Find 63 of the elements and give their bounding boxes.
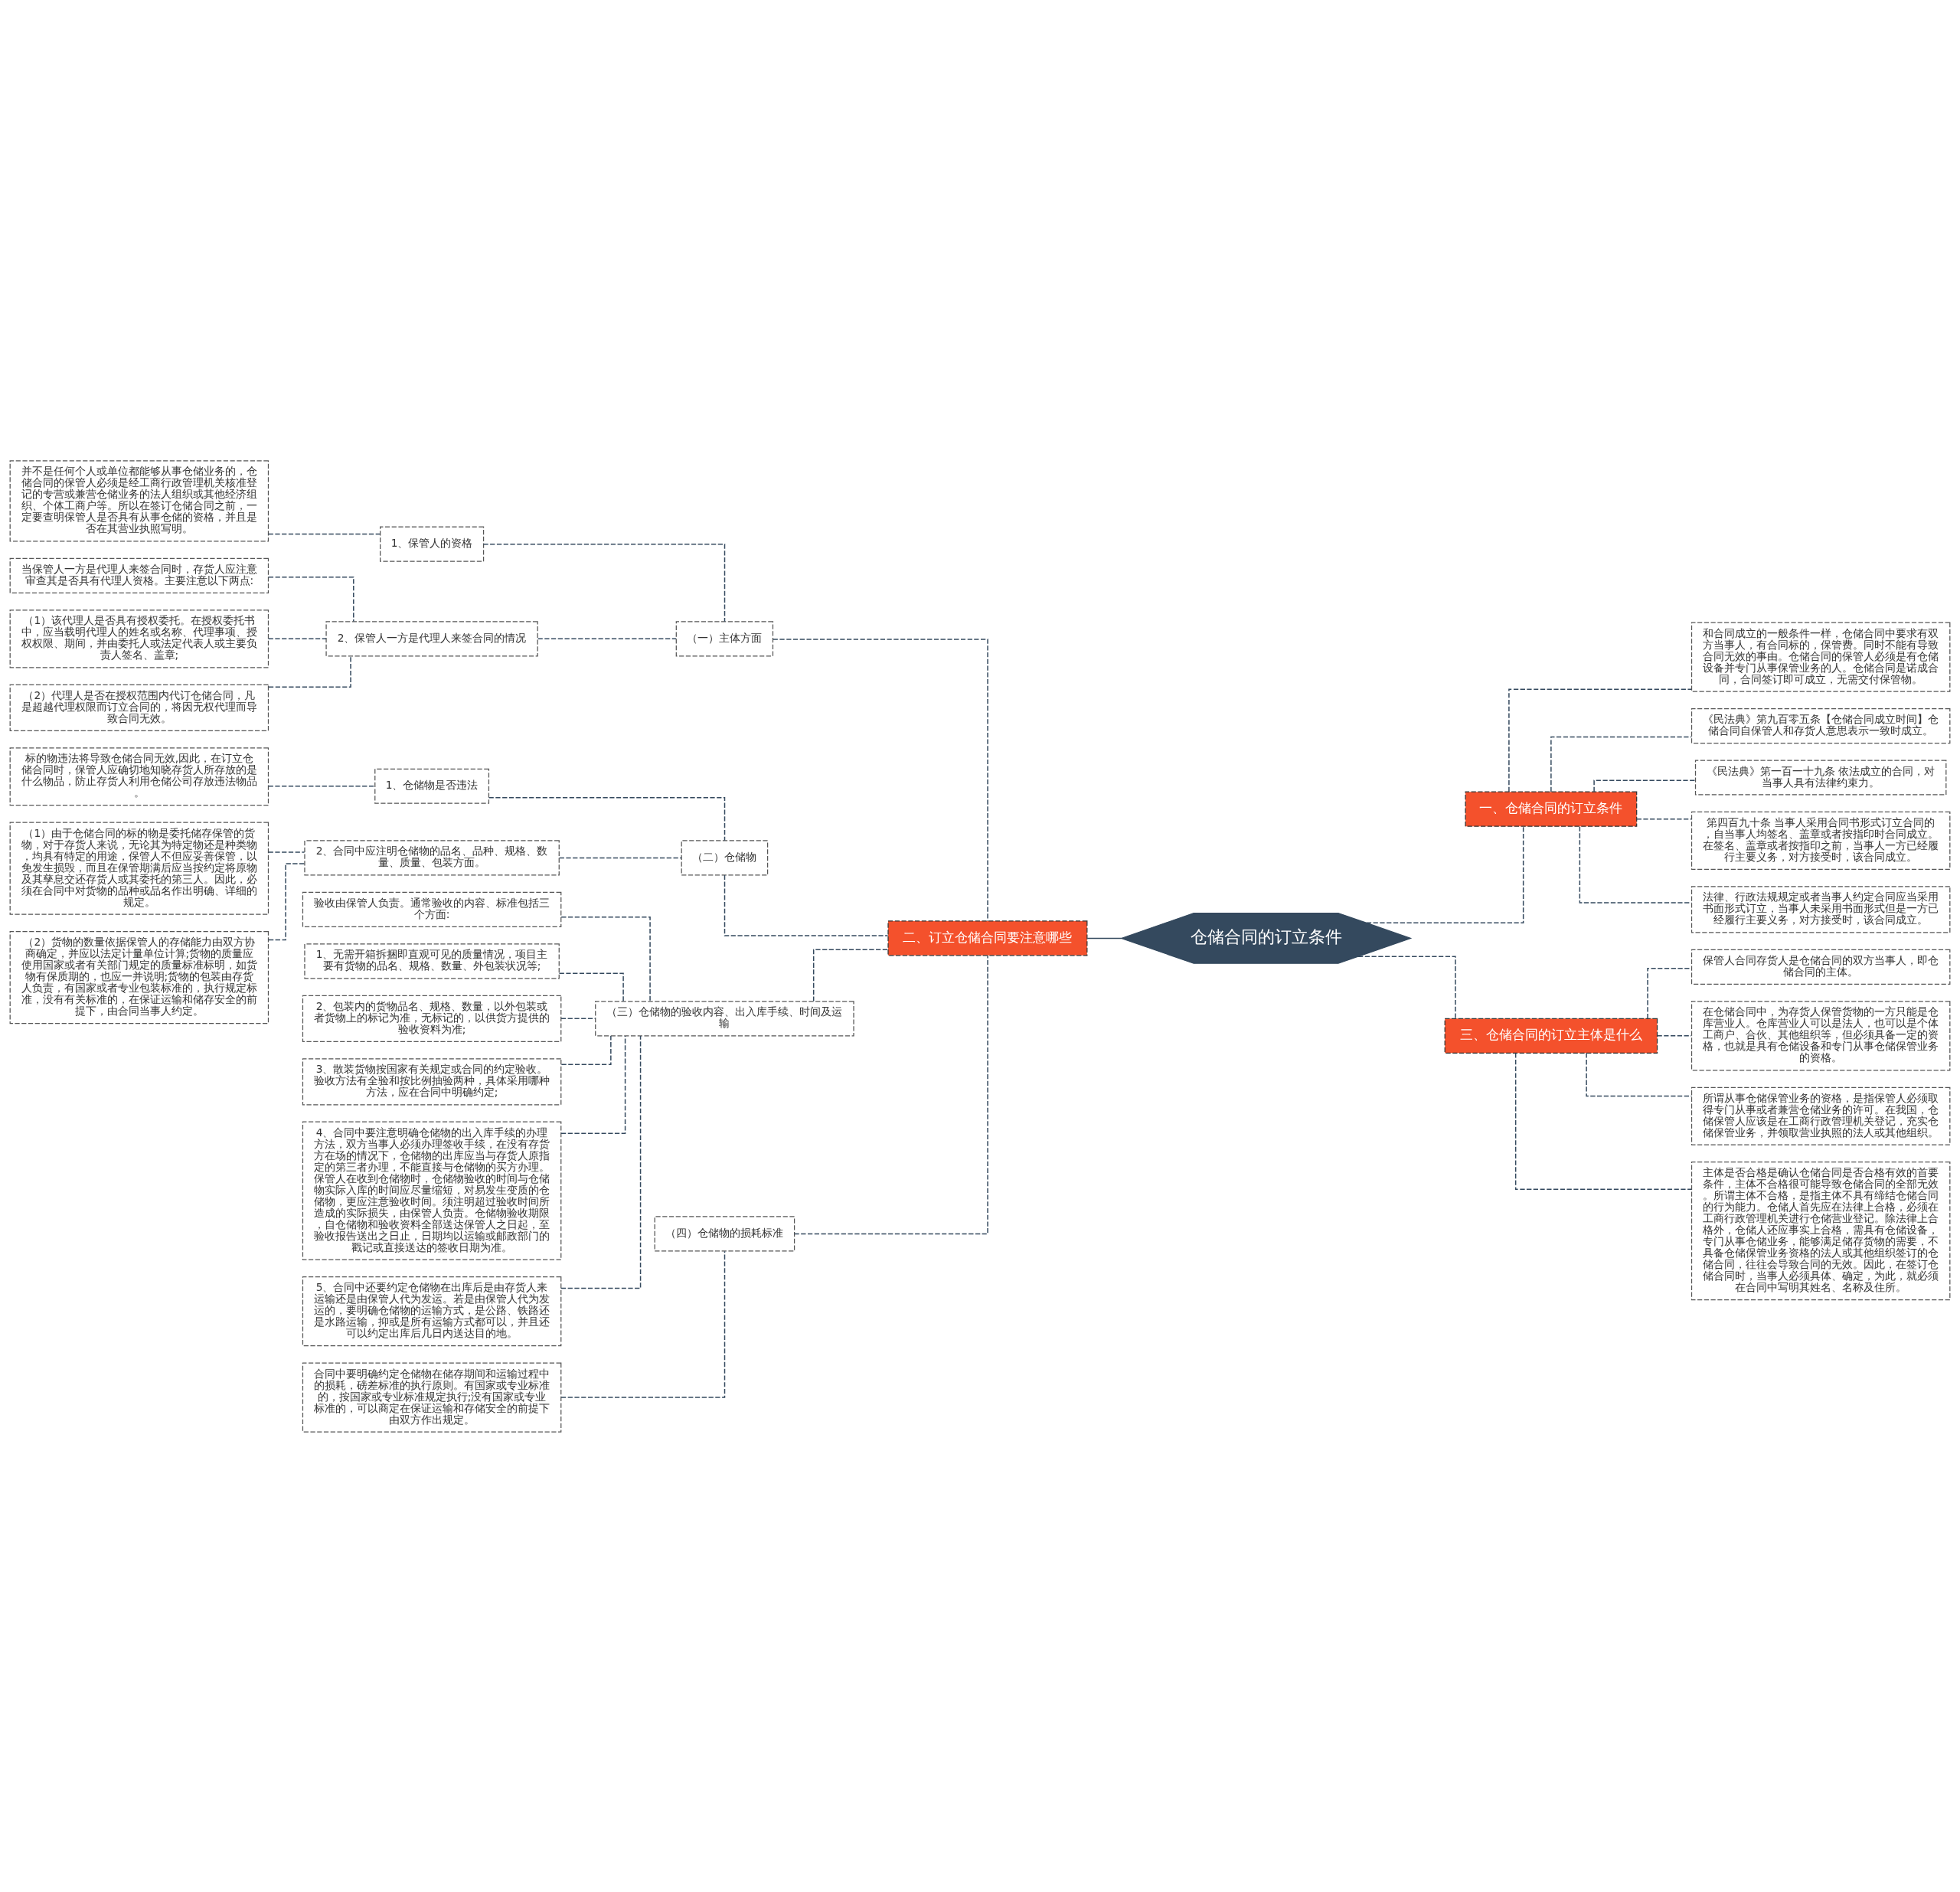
node-box: 第四百九十条 当事人采用合同书形式订立合同的，自当事人均签名、盖章或者按指印时合同成立。在签名、盖章或者按指印之前，当事人一方已经履行主要义务，对方接受时，该合同成立。 <box>1690 811 1951 870</box>
node-box: 在仓储合同中，为存货人保管货物的一方只能是仓库营业人。仓库营业人可以是法人，也可以是个体工商户、合伙、其他组织等，但必须具备一定的资格，也就是具有仓储设备和专门从事仓储保管业务的资格。 <box>1690 1000 1951 1070</box>
node-box: 5、合同中还要约定仓储物在出库后是由存货人来运输还是由保管人代为发运。若是由保管人代为发运的，要明确仓储物的运输方式，是公路、铁路还是水路运输，抑或是所有运输方式都可以，并且还可以约定出库后几日内送达目的地。 <box>302 1276 562 1346</box>
node-box: （1）该代理人是否具有授权委托。在授权委托书中，应当载明代理人的姓名或名称、代理事项、授权权限、期间，并由委托人或法定代表人或主要负责人签名、盖章; <box>9 609 270 668</box>
node-box: （2）货物的数量依据保管人的存储能力由双方协商确定，并应以法定计量单位计算;货物的质量应使用国家或者有关部门规定的质量标准标明，如货物有保质期的，也应一并说明;货物的包装由存货人负责，有国家或者专业包装标准的，执行规定标准，没有有关标准的，在保证运输和储存安全的前提下，由合同当事人约定。 <box>9 930 270 1024</box>
node-box: 保管人合同存货人是仓储合同的双方当事人，即仓储合同的主体。 <box>1690 949 1951 985</box>
node-box: 4、合同中要注意明确仓储物的出入库手续的办理方法，双方当事人必须办理签收手续，在没有存货方在场的情况下，仓储物的出库应当与存货人原指定的第三者办理，不能直接与仓储物的买方办理。保管人在收到仓储物时，仓储物验收的时间与仓储物实际入库的时间应尽量缩短，对易发生变质的仓储物，更应注意验收时间。须注明超过验收时间所造成的实际损失，由保管人负责。仓储物验收期限，自仓储物和验收资料全部送达保管人之日起，至验收报告送出之日止，日期均以运输或邮政部门的戳记或直接送达的签收日期为准。 <box>302 1121 562 1260</box>
node-box: 一、仓储合同的订立条件 <box>1465 791 1638 827</box>
connector <box>793 955 988 1234</box>
node-box: 并不是任何个人或单位都能够从事仓储业务的，仓储合同的保管人必须是经工商行政管理机关核准登记的专营或兼营仓储业务的法人组织或其他经济组织、个体工商户等。所以在签订仓储合同之前，一定要查明保管人是否具有从事仓储的资格，并且是否在其营业执照写明。 <box>9 459 270 542</box>
connector <box>812 949 889 1002</box>
node-box: 1、保管人的资格 <box>380 526 485 562</box>
node-box: 和合同成立的一般条件一样，仓储合同中要求有双方当事人，有合同标的，保管费。同时不能有导致合同无效的事由。仓储合同的保管人必须是有仓储设备并专门从事保管业务的人。仓储合同是诺成合同，合同签订即可成立，无需交付保管物。 <box>1690 622 1951 692</box>
connector <box>482 543 726 622</box>
node-box: 验收由保管人负责。通常验收的内容、标准包括三个方面: <box>302 891 562 927</box>
connector <box>1550 736 1692 792</box>
node-box: （1）由于仓储合同的标的物是委托储存保管的货物，对于存货人来说，无论其为特定物还是种类物，均具有特定的用途，保管人不但应妥善保管，以免发生损毁，而且在保管期满后应当按约定将原物及其孳息交还存货人或其委托的第三人。因此，必须在合同中对货物的品种或品名作出明确、详细的规定。 <box>9 822 270 915</box>
connector <box>560 1034 642 1289</box>
node-box: 1、无需开箱拆捆即直观可见的质量情况，项目主要有货物的品名、规格、数量、外包装状况等; <box>304 943 560 979</box>
connector <box>267 851 305 853</box>
connector <box>1357 955 1456 1019</box>
node-box: 三、仓储合同的订立主体是什么 <box>1444 1018 1658 1054</box>
connector <box>488 796 726 841</box>
node-box: （三）仓储物的验收内容、出入库手续、时间及运输 <box>595 1000 854 1036</box>
node-box: 2、包装内的货物品名、规格、数量，以外包装或者货物上的标记为准，无标记的，以供货方提供的验收资料为准; <box>302 995 562 1042</box>
node-box: （四）仓储物的损耗标准 <box>654 1215 795 1251</box>
connector <box>1366 825 1524 923</box>
connector <box>267 785 376 786</box>
connector <box>560 916 651 1002</box>
connector <box>268 576 354 622</box>
node-box: 2、保管人一方是代理人来签合同的情况 <box>325 620 538 656</box>
node-box: 合同中要明确约定仓储物在储存期间和运输过程中的损耗，磅差标准的执行原则。有国家或专业标准的，按国家或专业标准规定执行;没有国家或专业标准的，可以商定在保证运输和存储安全的前提下由双方作出规定。 <box>302 1361 562 1433</box>
node-box: 所谓从事仓储保管业务的资格，是指保管人必须取得专门从事或者兼营仓储业务的许可。在我国，仓储保管人应该是在工商行政管理机关登记，充实仓储保管业务，并领取营业执照的法人或其他组织。 <box>1690 1087 1951 1145</box>
node-box: 3、散装货物按国家有关规定或合同的约定验收。验收方法有全验和按比例抽验两种，具体采用哪种方法，应在合同中明确约定; <box>302 1057 562 1105</box>
node-box: 《民法典》第九百零五条【仓储合同成立时间】仓储合同自保管人和存货人意思表示一致时成立。 <box>1690 707 1951 743</box>
connector <box>1636 818 1692 820</box>
connector <box>560 1034 612 1065</box>
node-box: 主体是否合格是确认仓储合同是否合格有效的首要条件，主体不合格很可能导致仓储合同的全部无效。所谓主体不合格，是指主体不具有缔结仓储合同的行为能力。仓储人首先应在法律上合格，必须在工商行政管理机关进行仓储营业登记。除法律上合格外，仓储人还应事实上合格，需具有仓储设备，专门从事仓储业务，能够满足储存货物的需要，不具备仓储保管业务资格的法人或其他组织签订的仓储合同，往往会导致合同的无效。因此，在签订仓储合同时，当事人必须具体、确定，为此，就必须在合同中写明其姓名、名称及住所。 <box>1690 1161 1951 1300</box>
connector <box>1656 1034 1692 1037</box>
node-box: 当保管人一方是代理人来签合同时，存货人应注意审查其是否具有代理人资格。主要注意以下两点: <box>9 557 270 593</box>
connector <box>267 638 327 639</box>
connector <box>537 638 677 639</box>
connector <box>724 874 889 936</box>
connector <box>1508 688 1692 792</box>
node-box: 1、仓储物是否违法 <box>374 768 490 804</box>
node-box: （一）主体方面 <box>675 620 774 656</box>
connector <box>1593 779 1696 792</box>
node-box: （2）代理人是否在授权范围内代订仓储合同，凡是超越代理权限而订立合同的，将因无权代理而导致合同无效。 <box>9 684 270 731</box>
node-box: 《民法典》第一百一十九条 依法成立的合同，对当事人具有法律约束力。 <box>1694 759 1947 796</box>
node-box: 2、合同中应注明仓储物的品名、品种、规格、数量、质量、包装方面。 <box>304 839 560 876</box>
connector <box>267 533 381 534</box>
connector <box>773 638 988 921</box>
node-box: 标的物违法将导致仓储合同无效,因此，在订立仓储合同时，保管人应确切地知晓存货人所存放的是什么物品，防止存货人利用仓储公司存放违法物品。 <box>9 747 270 805</box>
connector <box>268 655 351 688</box>
node-box: 法律、行政法规规定或者当事人约定合同应当采用书面形式订立，当事人未采用书面形式但是一方已经履行主要义务，对方接受时，该合同成立。 <box>1690 885 1951 933</box>
connector <box>560 1034 626 1134</box>
node-box: 二、订立仓储合同要注意哪些 <box>887 920 1088 956</box>
connector <box>560 1250 726 1398</box>
connector <box>1514 1052 1692 1190</box>
connector <box>558 857 682 858</box>
connector <box>558 972 624 1002</box>
connector <box>1086 937 1122 939</box>
node-box: （二）仓储物 <box>681 839 769 876</box>
